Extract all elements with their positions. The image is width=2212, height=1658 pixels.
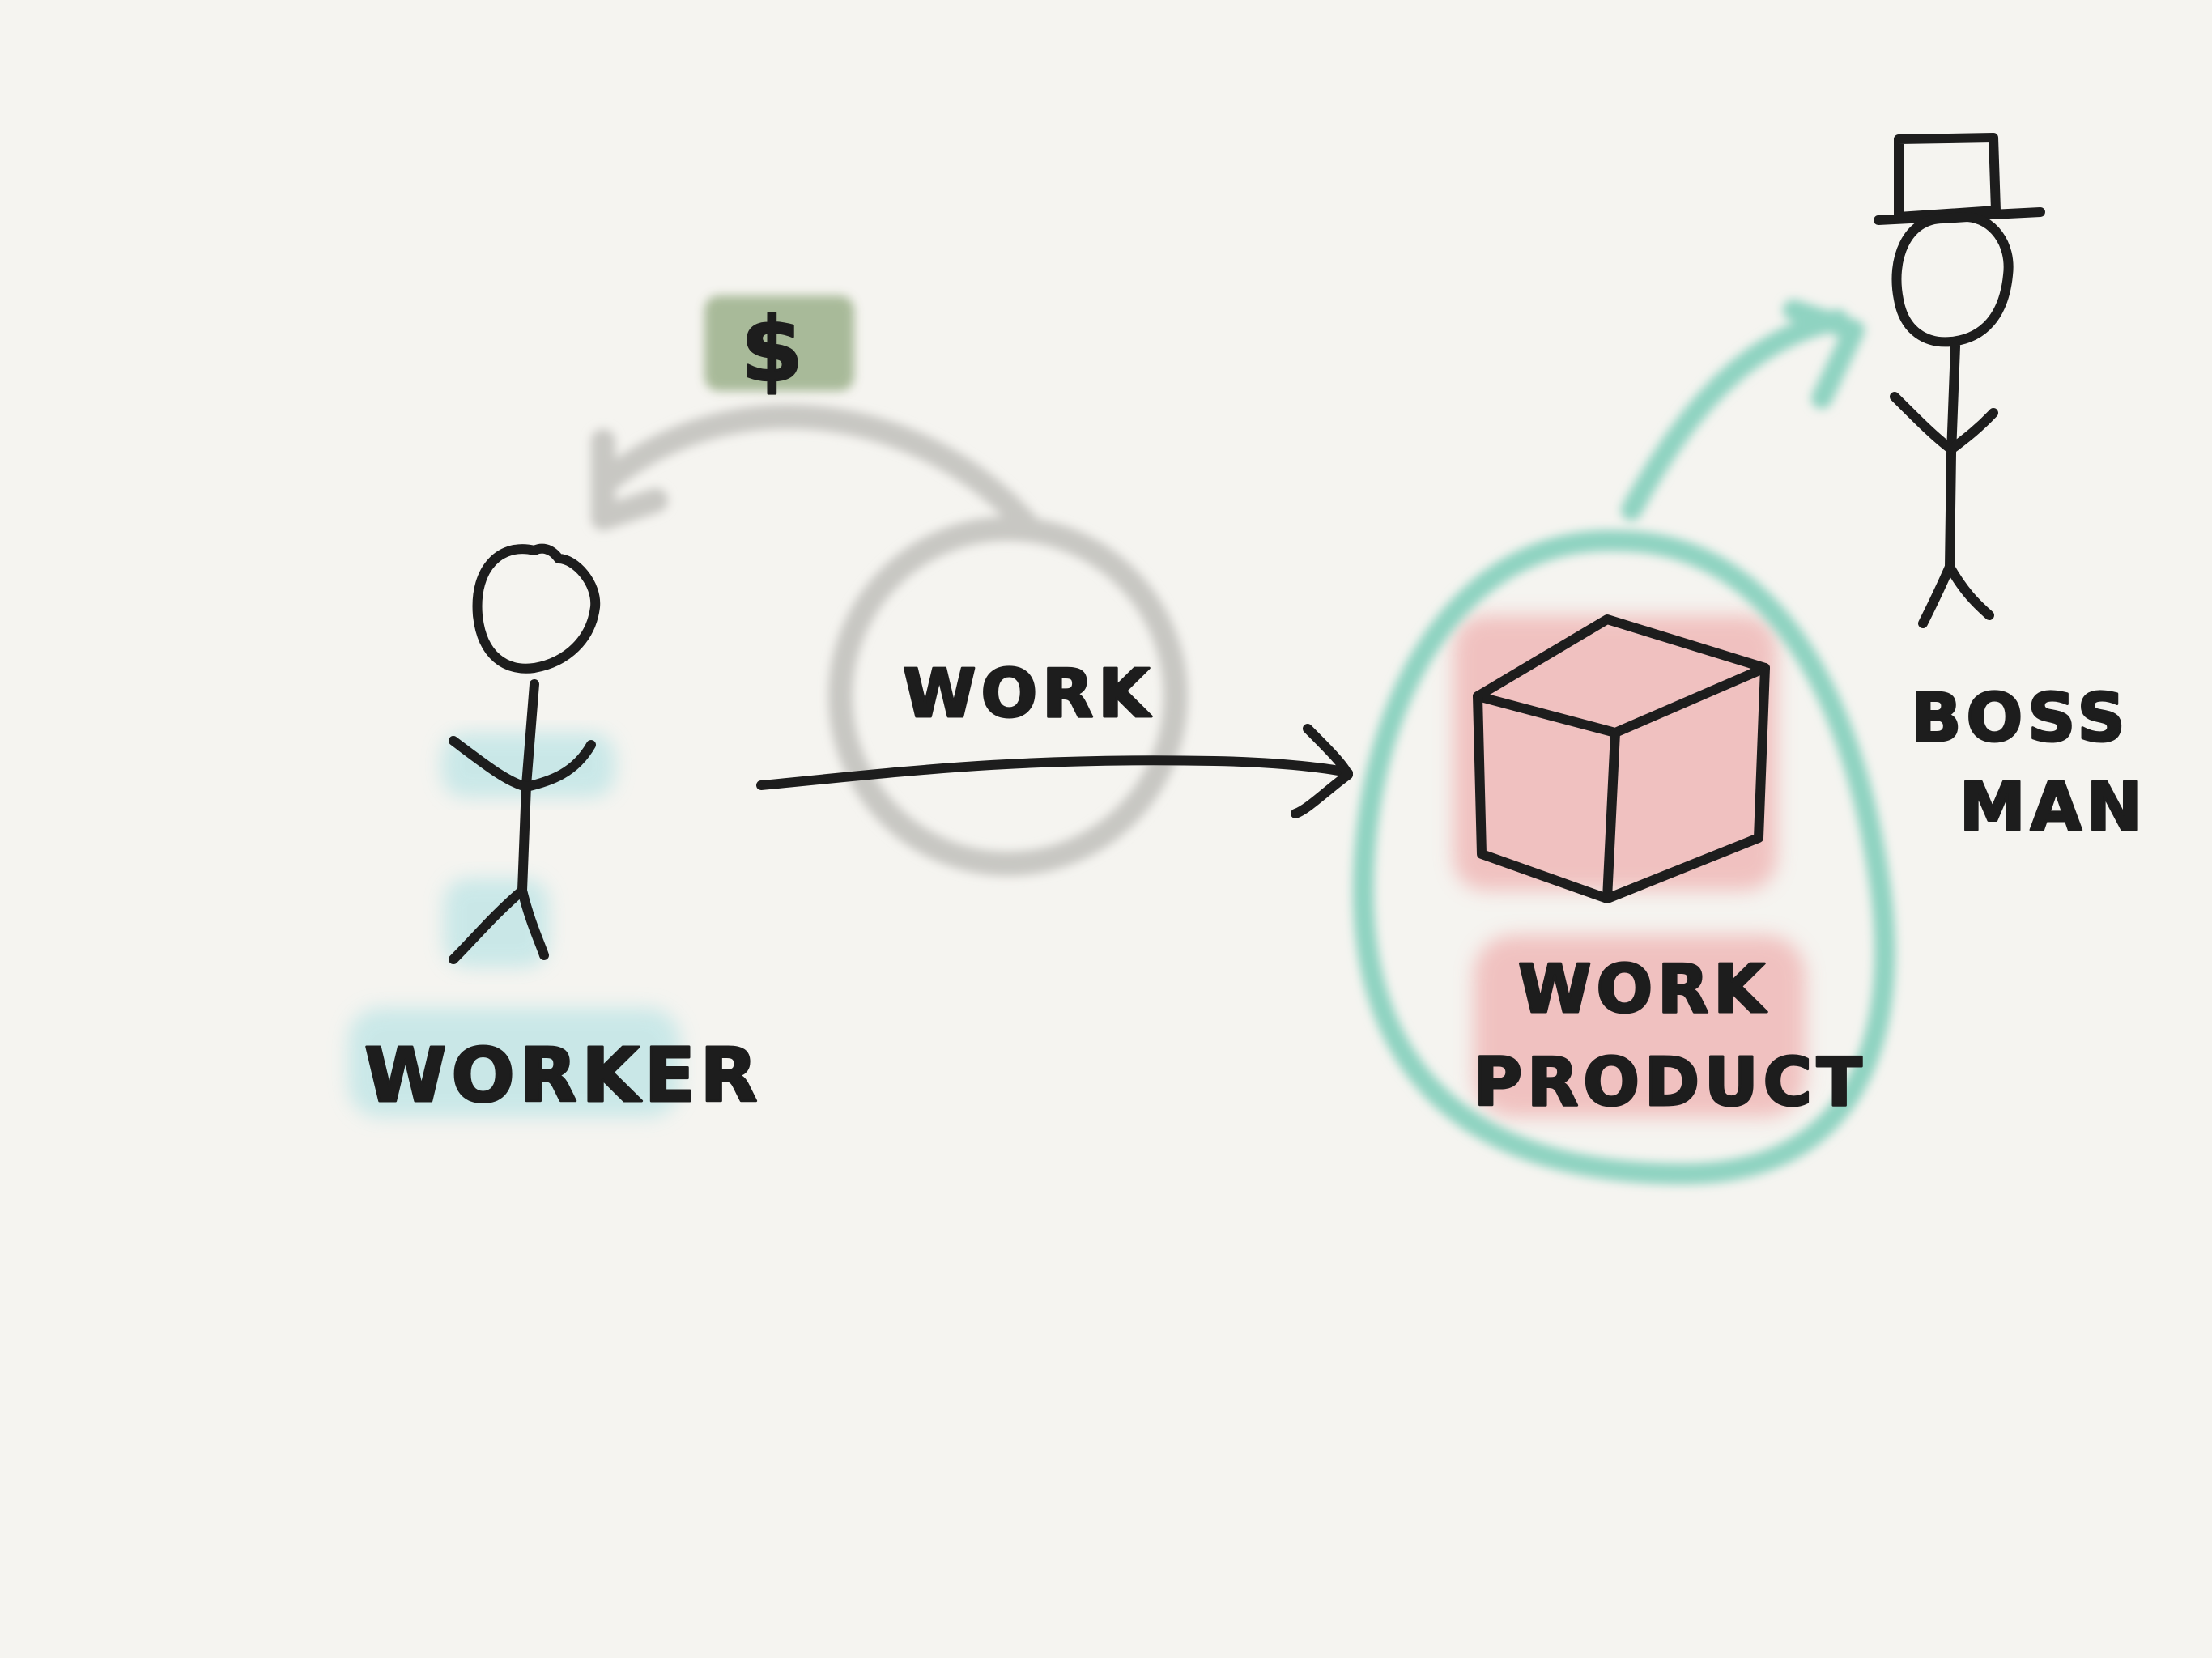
dollar-label: $ [741,298,808,402]
worker-arms [449,736,596,792]
work-product-label-line2: PRODUCT [1474,1044,1867,1121]
money-highlight [704,295,854,391]
boss-label-line2: MAN [1959,769,2147,846]
worker-legs [449,886,549,964]
worker-label: WORKER [364,1032,763,1119]
boss-arms [1890,392,1998,454]
worker-head [472,543,601,674]
boss-head [1891,212,2014,347]
work-arrow [756,724,1353,818]
worker-highlight [348,733,680,1117]
work-loop [591,404,1188,876]
work-label: WORK [903,656,1155,733]
work-product-label-line1: WORK [1518,951,1770,1028]
boss-legs [1918,562,1994,628]
boss-figure [1874,133,2045,628]
product-enclosure [1352,300,1895,1185]
boss-body [1945,342,1960,572]
box-icon [1473,614,1770,903]
worker-figure [449,543,601,964]
boss-label-line1: BOSS [1911,680,2130,757]
top-hat-icon [1874,133,2045,225]
